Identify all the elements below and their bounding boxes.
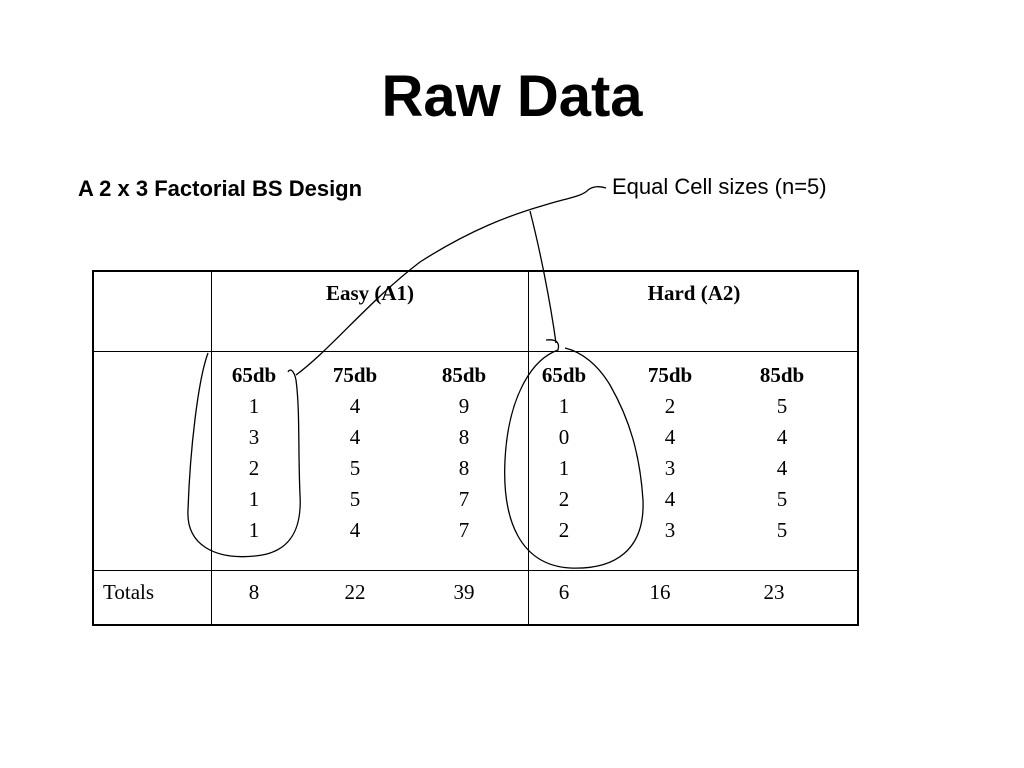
circle-easy-65db — [187, 352, 301, 558]
pointer-line-to-easy — [295, 186, 607, 376]
table-cell: 1 — [248, 518, 260, 542]
totals-label: Totals — [103, 580, 155, 604]
column-easy-85db: 85db 9 8 8 7 7 — [429, 360, 499, 546]
column-hard-75db: 75db 2 4 3 4 3 — [635, 360, 705, 546]
column-header: 65db — [231, 363, 277, 387]
table-cell: 2 — [558, 487, 570, 511]
table-cell: 1 — [558, 394, 570, 418]
table-cell: 3 — [664, 456, 676, 480]
table-cell: 3 — [248, 425, 260, 449]
table-cell: 7 — [458, 518, 470, 542]
table-cell: 2 — [558, 518, 570, 542]
column-header: 65db — [541, 363, 587, 387]
column-header: 85db — [759, 363, 805, 387]
table-cell: 1 — [248, 394, 260, 418]
table-divider-totals — [92, 570, 859, 571]
circle-hard-65db — [504, 339, 644, 569]
table-cell: 4 — [664, 487, 676, 511]
table-cell: 4 — [349, 518, 361, 542]
slide-title: Raw Data — [381, 64, 643, 129]
pointer-line-to-hard — [529, 210, 557, 344]
table-cell: 4 — [776, 425, 788, 449]
table-divider-header — [92, 351, 859, 352]
column-easy-75db: 75db 4 4 5 5 4 — [320, 360, 390, 546]
table-cell: 2 — [248, 456, 260, 480]
total-cell: 16 — [649, 580, 671, 604]
table-border-left — [92, 270, 94, 626]
cell-size-annotation: Equal Cell sizes (n=5) — [612, 174, 827, 199]
column-hard-85db: 85db 5 4 4 5 5 — [747, 360, 817, 546]
table-border-top — [92, 270, 859, 272]
design-subtitle: A 2 x 3 Factorial BS Design — [78, 176, 363, 201]
table-border-right — [857, 270, 859, 626]
total-cell: 23 — [763, 580, 785, 604]
table-cell: 4 — [349, 394, 361, 418]
table-cell: 7 — [458, 487, 470, 511]
total-cell: 39 — [453, 580, 475, 604]
table-cell: 8 — [458, 456, 470, 480]
total-cell: 8 — [248, 580, 260, 604]
total-cell: 22 — [344, 580, 366, 604]
table-cell: 4 — [776, 456, 788, 480]
table-cell: 8 — [458, 425, 470, 449]
table-cell: 4 — [664, 425, 676, 449]
table-cell: 3 — [664, 518, 676, 542]
group-header-hard: Hard (A2) — [647, 281, 741, 305]
table-divider-groups — [528, 270, 529, 626]
table-cell: 5 — [349, 456, 361, 480]
column-easy-65db: 65db 1 3 2 1 1 — [219, 360, 289, 546]
table-cell: 5 — [776, 487, 788, 511]
table-cell: 5 — [349, 487, 361, 511]
table-border-bottom — [92, 624, 859, 626]
column-header: 75db — [332, 363, 378, 387]
column-header: 85db — [441, 363, 487, 387]
table-cell: 1 — [558, 456, 570, 480]
table-divider-label-col — [211, 270, 212, 626]
column-header: 75db — [647, 363, 693, 387]
column-hard-65db: 65db 1 0 1 2 2 — [529, 360, 599, 546]
total-cell: 6 — [558, 580, 570, 604]
group-header-easy: Easy (A1) — [325, 281, 415, 305]
table-cell: 9 — [458, 394, 470, 418]
table-cell: 1 — [248, 487, 260, 511]
table-cell: 4 — [349, 425, 361, 449]
table-cell: 5 — [776, 394, 788, 418]
table-cell: 2 — [664, 394, 676, 418]
table-cell: 5 — [776, 518, 788, 542]
data-table — [92, 270, 859, 626]
table-cell: 0 — [558, 425, 570, 449]
